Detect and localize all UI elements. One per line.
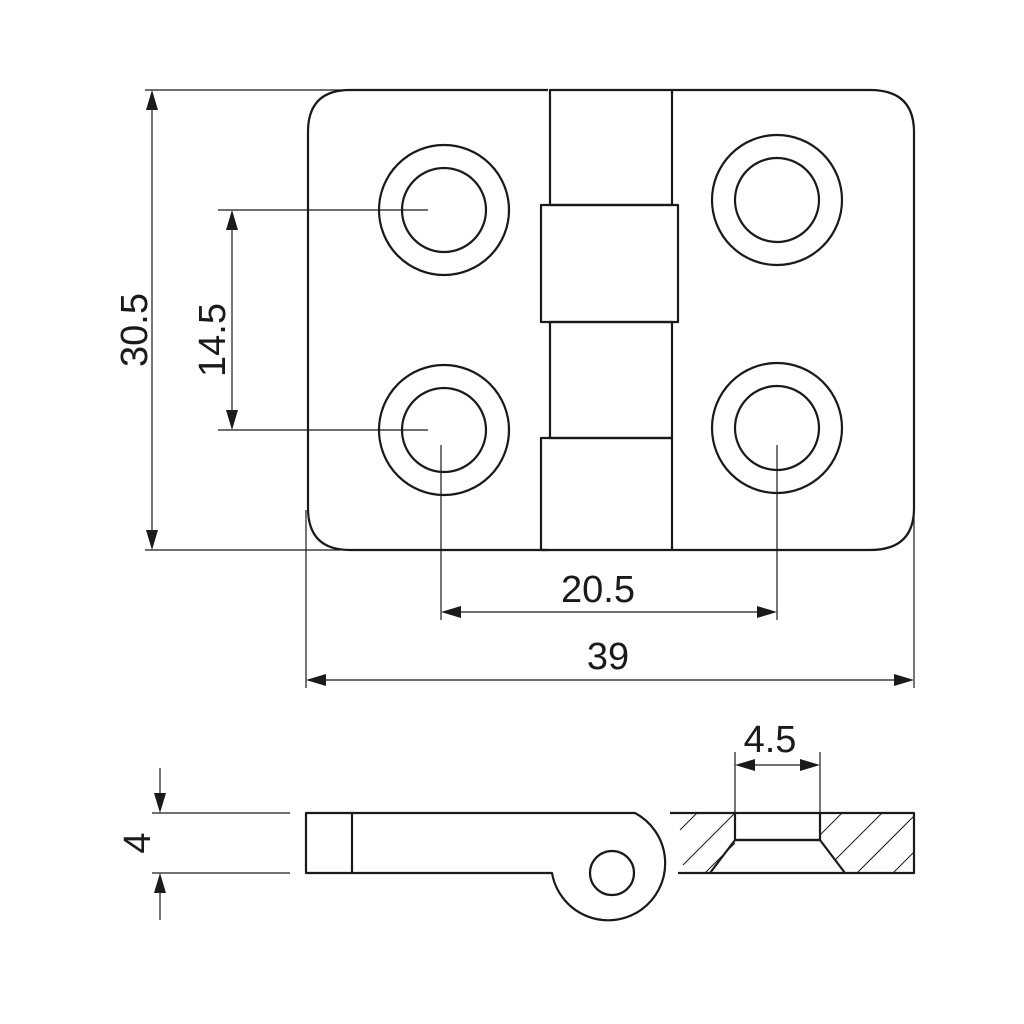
hole-bore (733, 156, 821, 244)
dimension-thickness: 4 (117, 768, 290, 920)
knuckle-middle (539, 203, 680, 324)
hinge-pin (588, 849, 636, 897)
hinge-side-view (304, 811, 916, 922)
dimension-total-width: 39 (305, 510, 915, 688)
section-hatching (679, 812, 915, 874)
dimension-label-hole-spacing-horizontal: 20.5 (561, 569, 635, 611)
dimension-hole-spacing-vertical: 14.5 (192, 209, 428, 431)
side-right-leaf (670, 811, 916, 875)
hole-top-right (710, 133, 844, 267)
dimension-hole-spacing-horizontal: 20.5 (440, 445, 778, 620)
hinge-top-view (306, 88, 916, 552)
side-left-leaf (304, 811, 667, 922)
right-leaf-outline (672, 88, 916, 552)
dimension-label-thickness: 4 (117, 832, 159, 853)
knuckle-base (539, 436, 674, 552)
dimension-label-countersink-diameter: 4.5 (744, 719, 797, 761)
dimension-label-hole-spacing-vertical: 14.5 (192, 303, 234, 377)
countersink-profile (709, 813, 846, 874)
knuckle-top (548, 88, 674, 207)
left-leaf-outline (306, 88, 548, 552)
dimension-countersink-diameter: 4.5 (734, 719, 821, 840)
dimension-label-total-width: 39 (587, 636, 629, 678)
knuckle-bottom (548, 320, 674, 440)
countersink-ring (710, 133, 844, 267)
dimension-label-total-height: 30.5 (114, 293, 156, 367)
dimension-total-height: 30.5 (114, 89, 345, 551)
